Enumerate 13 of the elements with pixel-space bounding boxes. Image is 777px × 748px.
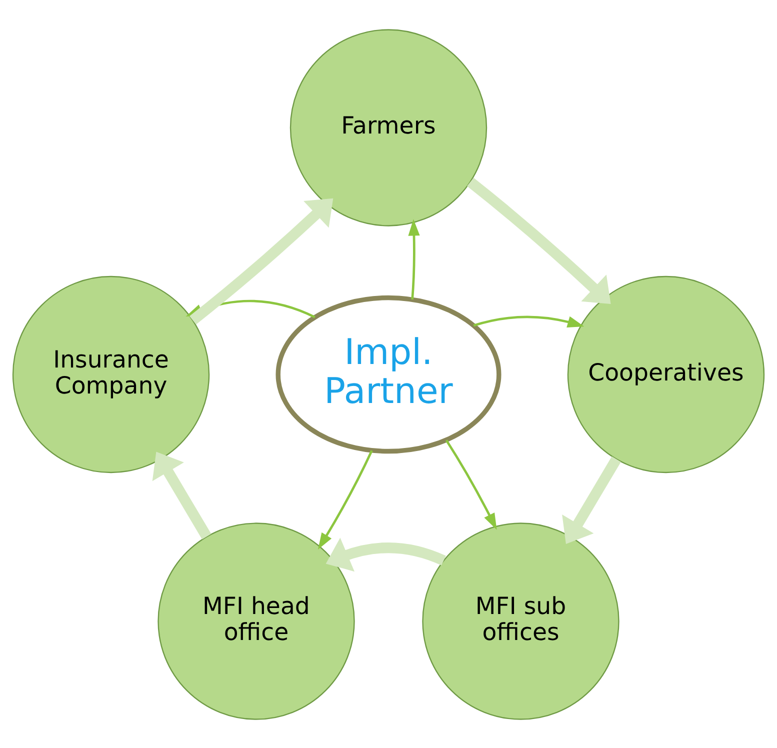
arrow (318, 450, 373, 550)
arrow (467, 177, 611, 304)
node-circle: MFI sub offices (422, 522, 620, 720)
node-ellipse: Impl. Partner (276, 294, 502, 454)
node-circle: Insurance Company (12, 275, 210, 473)
arrow (408, 218, 420, 300)
arrow (445, 439, 497, 530)
arrow (473, 315, 584, 327)
arrow (189, 198, 334, 324)
arrow (562, 456, 621, 544)
arrow (326, 537, 446, 572)
arrow (152, 451, 212, 539)
node-circle: Farmers (290, 28, 488, 226)
